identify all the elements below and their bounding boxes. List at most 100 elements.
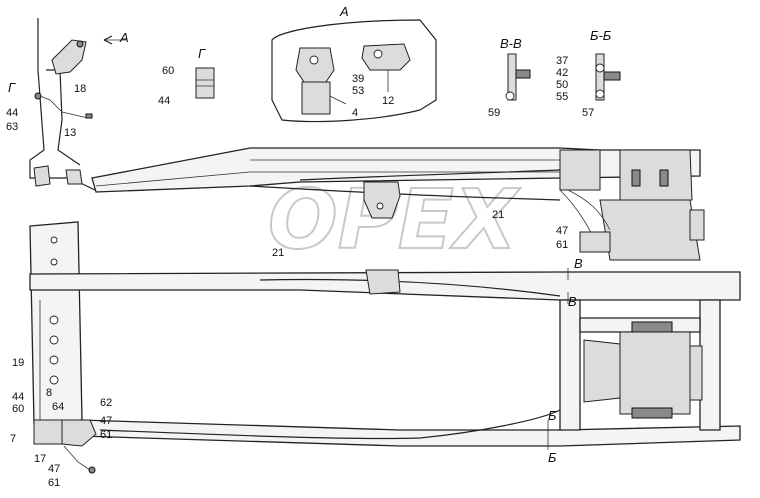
- cable-21-upper: [299, 167, 601, 181]
- callout-61-upper: 61: [556, 239, 568, 251]
- callout-37: 37: [556, 55, 568, 67]
- section-vv-clip: [505, 91, 515, 101]
- section-bb-clip-bottom: [595, 89, 605, 99]
- callout-17: 17: [34, 453, 46, 465]
- plan-middle-bracket: [365, 269, 401, 295]
- view-a-title: А: [339, 4, 349, 19]
- callout-12: 12: [382, 95, 394, 107]
- bracket-foot-left: [33, 165, 51, 187]
- view-a-arrow-head: [103, 35, 113, 45]
- view-a-arrow-label: А: [119, 30, 129, 45]
- transfer-case-body: [599, 199, 701, 261]
- section-bb: [595, 53, 621, 101]
- callout-44-lower: 44: [12, 391, 24, 403]
- cut-b-label-bottom: Б: [548, 450, 557, 465]
- middle-bracket: [363, 181, 401, 219]
- frame-side-rail: [91, 147, 701, 193]
- callout-13: 13: [64, 127, 76, 139]
- mount-bracket-18: [51, 39, 87, 75]
- callout-39: 39: [352, 73, 364, 85]
- callout-61-lower: 61: [100, 429, 112, 441]
- callout-47-lower: 47: [100, 415, 112, 427]
- front-hole-2: [50, 258, 58, 266]
- section-vv-title: В-В: [500, 36, 522, 51]
- callout-44-g: 44: [158, 95, 170, 107]
- callout-55: 55: [556, 91, 568, 103]
- view-g-detail: [195, 67, 215, 99]
- callout-63: 63: [6, 121, 18, 133]
- view-g-connector: [195, 67, 215, 99]
- callout-18: 18: [74, 83, 86, 95]
- view-a-outline: [271, 19, 437, 123]
- cable-21-lower: [259, 278, 561, 297]
- relay-4-base: [301, 81, 331, 115]
- view-a-detail: [271, 19, 437, 123]
- relay-4-body: [295, 47, 335, 83]
- callout-21-upper: 21: [492, 209, 504, 221]
- lower-long-rail: [79, 419, 741, 447]
- view-g-marker: Г: [8, 80, 16, 95]
- wire-terminal: [85, 113, 93, 119]
- front-hole-6: [49, 355, 59, 365]
- callout-60-g: 60: [162, 65, 174, 77]
- switch-12-body: [361, 43, 411, 71]
- harness-branch-2: [567, 189, 611, 231]
- gearbox-front-plan: [583, 339, 621, 403]
- callout-8: 8: [46, 387, 52, 399]
- callout-47-upper: 47: [556, 225, 568, 237]
- bracket-foot-right: [65, 169, 83, 185]
- bracket-17: [61, 419, 97, 447]
- view-g-lines: [196, 79, 214, 87]
- callout-57: 57: [582, 107, 594, 119]
- callout-64: 64: [52, 401, 64, 413]
- front-hole-1: [50, 236, 58, 244]
- callout-19: 19: [12, 357, 24, 369]
- view-g-title: Г: [198, 46, 206, 61]
- lower-frame-plan-view: [29, 35, 741, 474]
- cut-v-label-bottom: В: [568, 294, 577, 309]
- leader-4: [329, 95, 347, 105]
- section-vv-bolt: [515, 69, 531, 79]
- transfer-case-bolt-2: [659, 169, 669, 187]
- switch-12-hole: [373, 49, 383, 59]
- sensor-group-47: [579, 231, 611, 253]
- wire-end-terminal: [88, 466, 96, 474]
- section-vv-plate: [507, 53, 517, 101]
- gearbox-plan: [619, 331, 691, 415]
- section-vv: [505, 53, 531, 101]
- wire-47-61: [63, 445, 91, 471]
- front-hole-4: [49, 315, 59, 325]
- callout-61-bottom: 61: [48, 477, 60, 489]
- callout-labels: 18 44 63 13 60 44 39 53 4 12 59 37 42 50…: [6, 55, 594, 489]
- callout-4: 4: [352, 107, 358, 119]
- transfer-case-bolt-1: [631, 169, 641, 187]
- bolt-head: [76, 40, 84, 48]
- section-bb-bolt: [603, 71, 621, 81]
- callout-62: 62: [100, 397, 112, 409]
- cut-v-label-top: В: [574, 256, 583, 271]
- callout-47-bottom: 47: [48, 463, 60, 475]
- callout-50: 50: [556, 79, 568, 91]
- transfer-case-upper: [619, 149, 693, 201]
- gearbox-housing: [559, 149, 601, 191]
- rear-crossmember-left: [559, 299, 581, 431]
- gearbox-mount-top: [631, 321, 673, 333]
- upper-frame-side-view: [29, 18, 705, 261]
- output-flange: [689, 209, 705, 241]
- wire-13: [39, 95, 89, 119]
- callout-7: 7: [10, 433, 16, 445]
- cut-b-label-top: Б: [548, 408, 557, 423]
- gearbox-mount-bottom: [631, 407, 673, 419]
- callout-59: 59: [488, 107, 500, 119]
- sensor-block-7: [33, 419, 63, 445]
- front-hole-7: [49, 375, 59, 385]
- cable-lower-run: [99, 409, 561, 440]
- callout-53: 53: [352, 85, 364, 97]
- callout-60-lower: 60: [12, 403, 24, 415]
- gearbox-flange-plan: [689, 345, 703, 401]
- middle-bracket-hole: [376, 202, 384, 210]
- rear-crossmember-right: [699, 299, 721, 431]
- rail-lower-line: [95, 171, 560, 187]
- view-labels: А Г В-В Б-Б А В В Б Б Г: [8, 4, 612, 465]
